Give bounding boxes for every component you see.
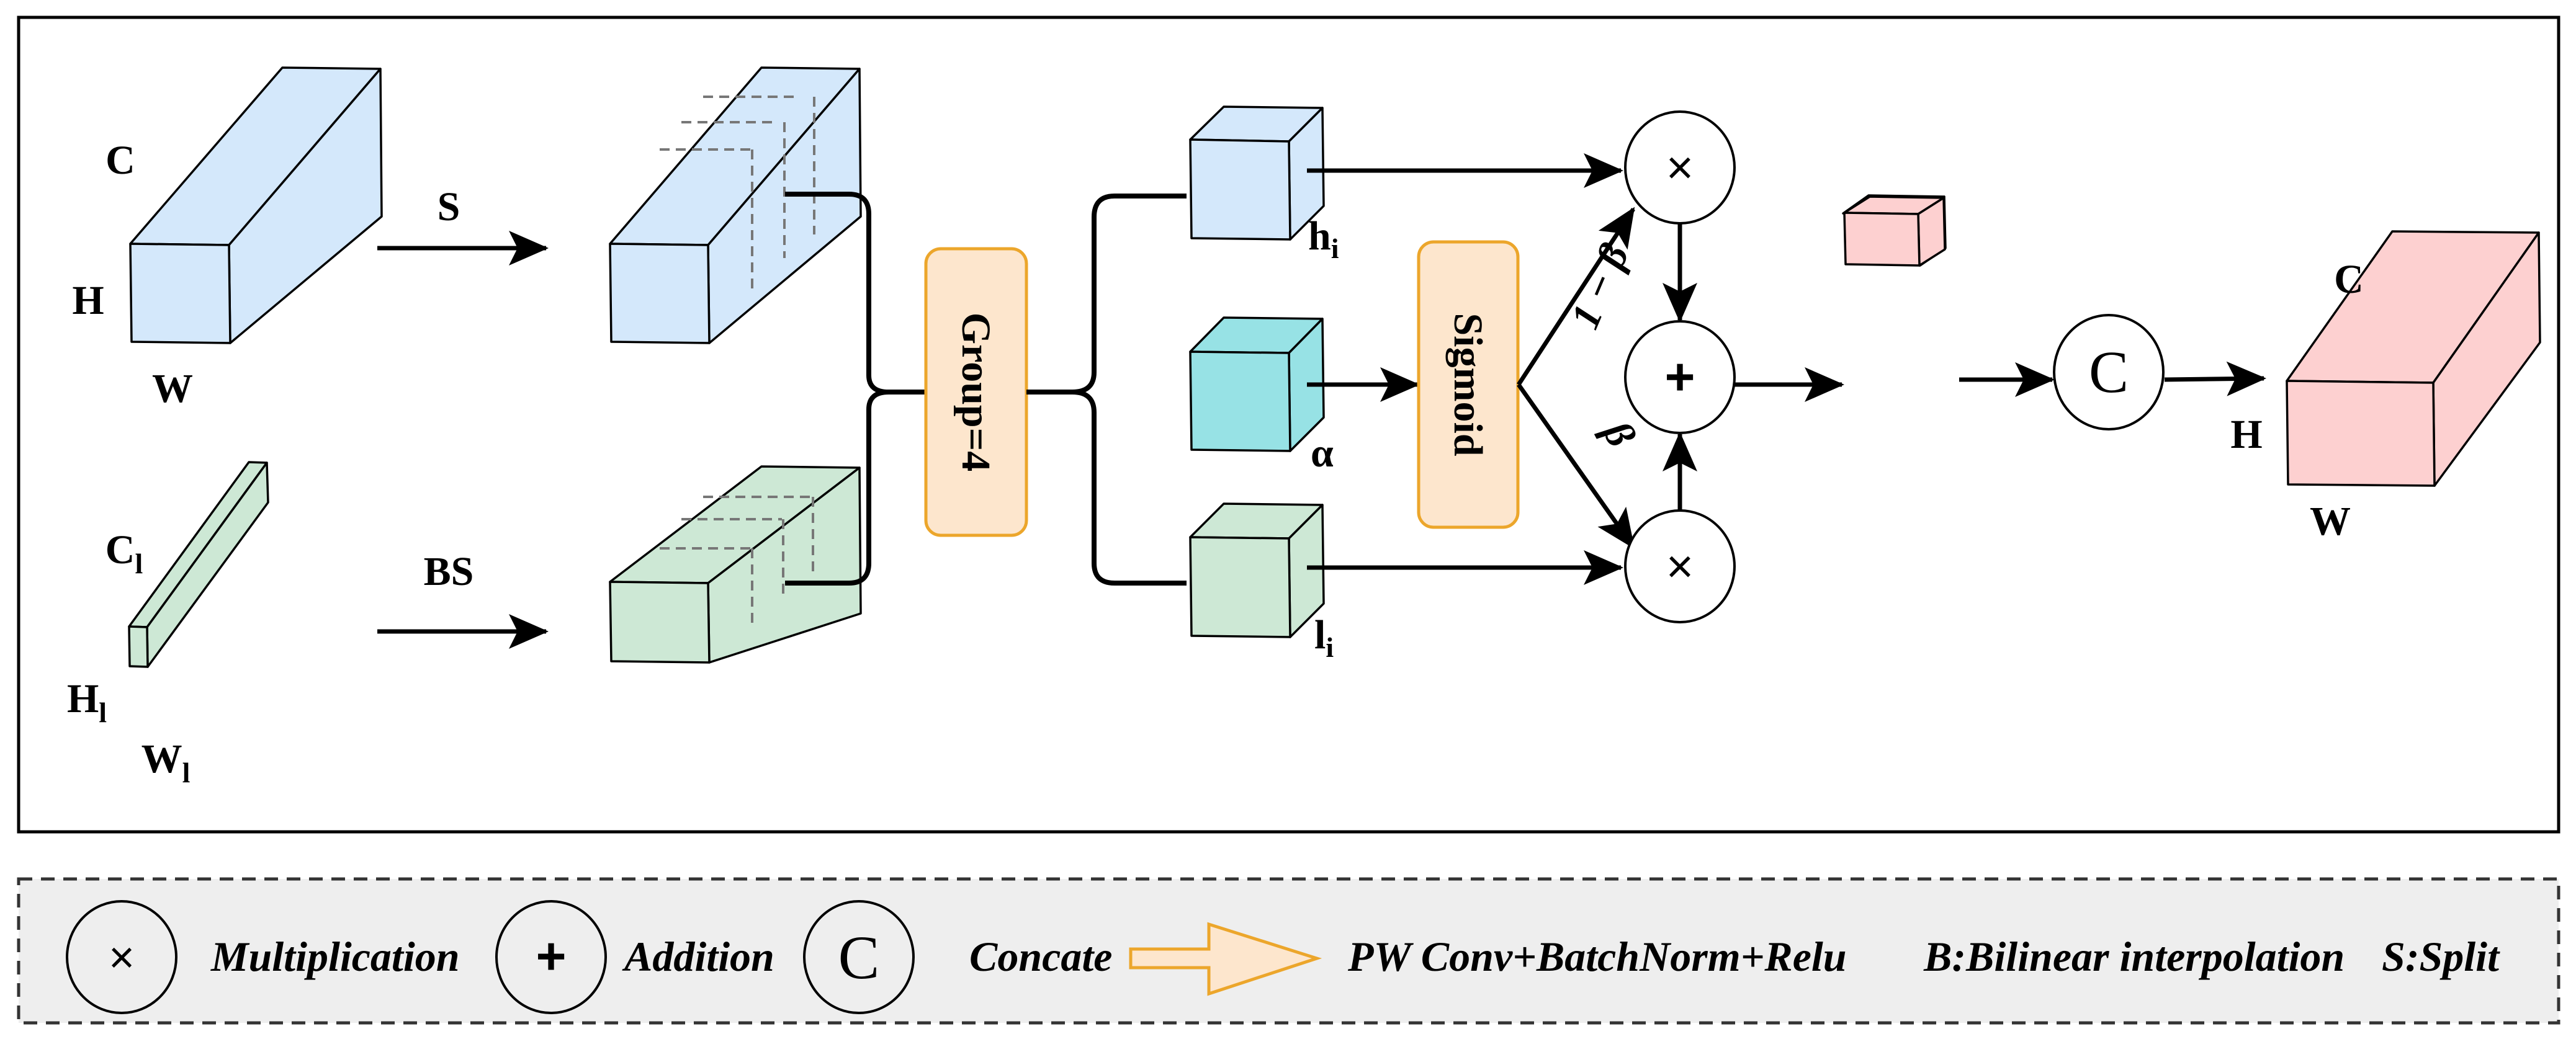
legend-label-split: S:Split <box>2382 933 2500 980</box>
output-label-h: H <box>2230 412 2262 457</box>
connector-group-to-l <box>1072 390 1187 586</box>
cube-front-face <box>1189 536 1291 638</box>
input-high-feature-tensor <box>129 66 383 344</box>
tensor-front-face <box>2286 380 2436 487</box>
tensor-front-face <box>609 581 711 664</box>
tensor-front-face <box>609 243 711 344</box>
legend-label-pw-conv: PW Conv+BatchNorm+Relu <box>1347 933 1847 980</box>
tensor-front-face <box>129 243 231 344</box>
input-high-label-w: W <box>152 366 193 411</box>
cube-front-face <box>1189 350 1291 452</box>
legend-add-circle <box>495 900 607 1014</box>
legend-label-multiplication: Multiplication <box>210 933 460 980</box>
output-label-c: C <box>2334 257 2364 302</box>
concat-icon: C <box>2089 339 2129 405</box>
connector-low-to-group <box>785 390 889 586</box>
split-low-tensor <box>609 465 862 664</box>
split-arrow-label: S <box>438 184 460 230</box>
cube-h <box>1189 105 1325 241</box>
tensor-front-face <box>128 625 149 668</box>
op-multiply-bottom: × <box>1624 509 1736 623</box>
input-low-label-w: Wl <box>141 736 191 788</box>
multiply-icon: × <box>109 933 135 983</box>
input-high-label-h: H <box>72 278 104 323</box>
plus-icon: + <box>1664 347 1695 406</box>
sigmoid-block-label: Sigmoid <box>1445 313 1491 456</box>
cube-l-label: li <box>1314 612 1334 663</box>
legend-multiply-circle <box>66 900 177 1014</box>
cube-l <box>1189 502 1325 638</box>
multiply-icon: × <box>1666 141 1694 194</box>
split-high-tensor <box>609 66 862 344</box>
cube-front-face <box>1189 138 1291 241</box>
multiply-icon: × <box>1666 540 1694 593</box>
op-multiply-top: × <box>1624 110 1736 225</box>
cube-alpha <box>1189 316 1325 452</box>
sigmoid-block <box>1417 240 1520 529</box>
cube-front-face <box>1843 212 1921 267</box>
arrow-concat-to-output <box>2164 361 2266 396</box>
op-concat: C <box>2053 314 2165 430</box>
output-label-w: W <box>2310 499 2351 544</box>
legend-label-concate: Concate <box>969 933 1112 980</box>
cube-alpha-label: α <box>1311 430 1334 476</box>
legend-label-addition: Addition <box>622 933 774 980</box>
input-low-label-h: Hl <box>67 676 107 728</box>
plus-icon: + <box>536 927 566 985</box>
legend-concat-circle <box>803 900 915 1014</box>
input-high-label-c: C <box>105 138 135 183</box>
output-tensor <box>2286 230 2541 487</box>
legend: × Multiplication + Addition C Concate PW… <box>17 877 2560 1025</box>
op-add: + <box>1624 320 1736 434</box>
cube-h-label: hi <box>1308 213 1339 264</box>
input-low-feature-tensor <box>128 461 269 668</box>
arrow-sigmoid-to-top-multiply <box>1517 207 1635 386</box>
bilinear-split-arrow-label: BS <box>424 549 474 594</box>
group-block-label: Group=4 <box>953 313 999 471</box>
input-low-label-c: Cl <box>105 527 143 579</box>
legend-block-arrow-icon <box>1129 922 1322 996</box>
arrow-sigmoid-to-bottom-multiply <box>1517 383 1635 550</box>
legend-label-bilinear: B:Bilinear interpolation <box>1923 933 2345 980</box>
concat-icon: C <box>838 923 880 992</box>
fused-cube-body <box>1843 195 1946 267</box>
